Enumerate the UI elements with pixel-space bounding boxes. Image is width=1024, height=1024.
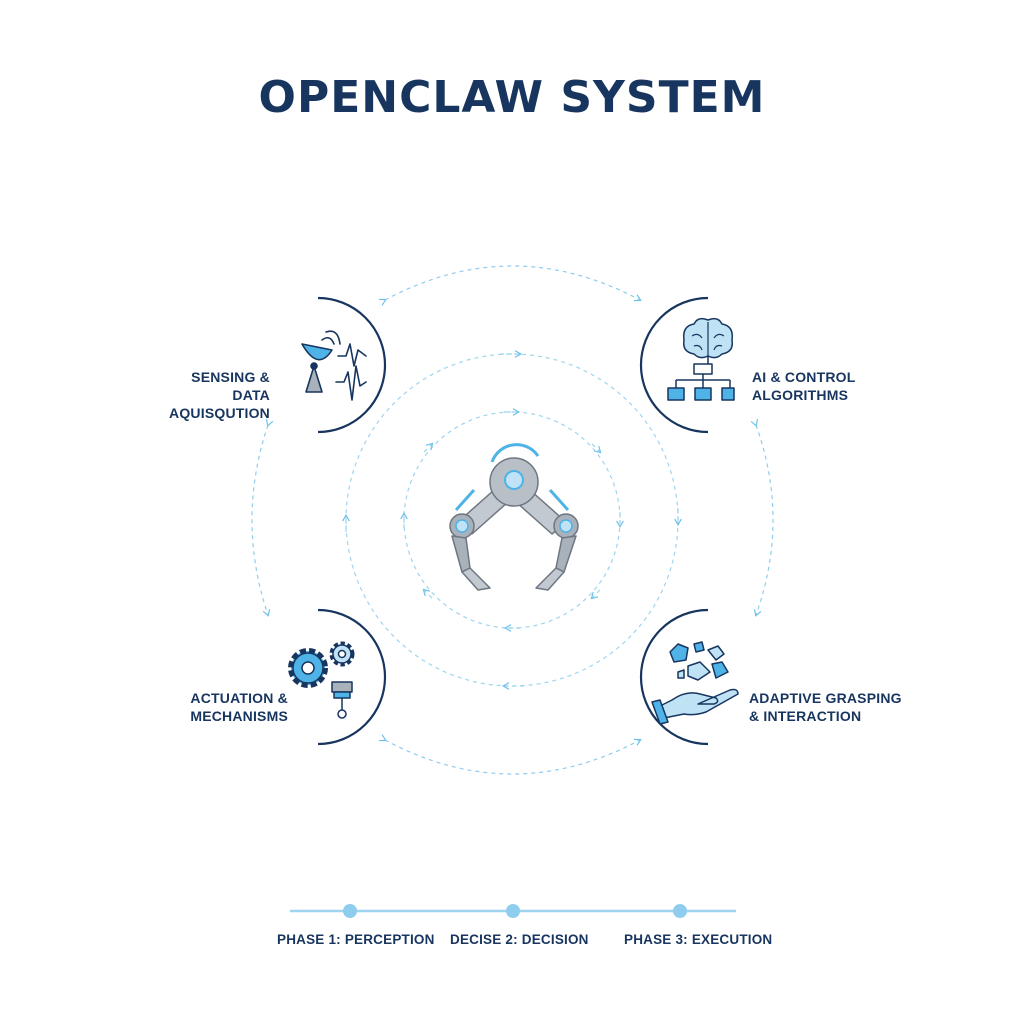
connector-sensing-ai — [378, 265, 642, 306]
arc-actuation — [317, 608, 387, 746]
node-label-line: AI & CONTROL — [752, 369, 856, 385]
phase-2-marker — [506, 904, 520, 918]
node-label-line: ACTUATION & — [190, 690, 288, 706]
phase-3-marker — [673, 904, 687, 918]
node-label-actuation: ACTUATION & MECHANISMS — [160, 689, 288, 725]
node-label-line: SENSING & DATA — [191, 369, 270, 403]
middle-ring — [342, 350, 682, 690]
arc-ai — [639, 296, 709, 434]
node-label-line: AQUISQUTION — [169, 405, 270, 421]
outer-connector-loop — [251, 265, 774, 775]
arc-grasping — [639, 608, 709, 746]
brain-network-icon — [667, 317, 735, 401]
robotic-claw-icon — [449, 443, 579, 591]
node-label-sensing: SENSING & DATA AQUISQUTION — [150, 368, 270, 422]
node-arcs — [317, 296, 709, 746]
hand-objects-icon — [651, 641, 739, 725]
connector-ai-grasping — [750, 419, 774, 617]
node-label-ai: AI & CONTROL ALGORITHMS — [752, 368, 892, 404]
node-label-line: & INTERACTION — [749, 708, 862, 724]
node-label-line: MECHANISMS — [190, 708, 288, 724]
phase-timeline — [290, 904, 736, 918]
satellite-dish-icon — [301, 330, 367, 401]
node-label-line: ADAPTIVE GRASPING — [749, 690, 902, 706]
phase-1-marker — [343, 904, 357, 918]
node-label-grasping: ADAPTIVE GRASPING & INTERACTION — [749, 689, 919, 725]
inner-ring — [400, 408, 624, 632]
node-label-line: ALGORITHMS — [752, 387, 849, 403]
connector-sensing-actuation — [251, 419, 274, 617]
arc-sensing — [317, 296, 387, 434]
page-title: OPENCLAW SYSTEM — [258, 72, 766, 123]
phase-label-2: DECISE 2: DECISION — [450, 932, 589, 947]
phase-label-1: PHASE 1: PERCEPTION — [277, 932, 435, 947]
connector-actuation-grasping — [378, 734, 642, 775]
gears-piston-icon — [288, 641, 355, 719]
phase-label-3: PHASE 3: EXECUTION — [624, 932, 773, 947]
